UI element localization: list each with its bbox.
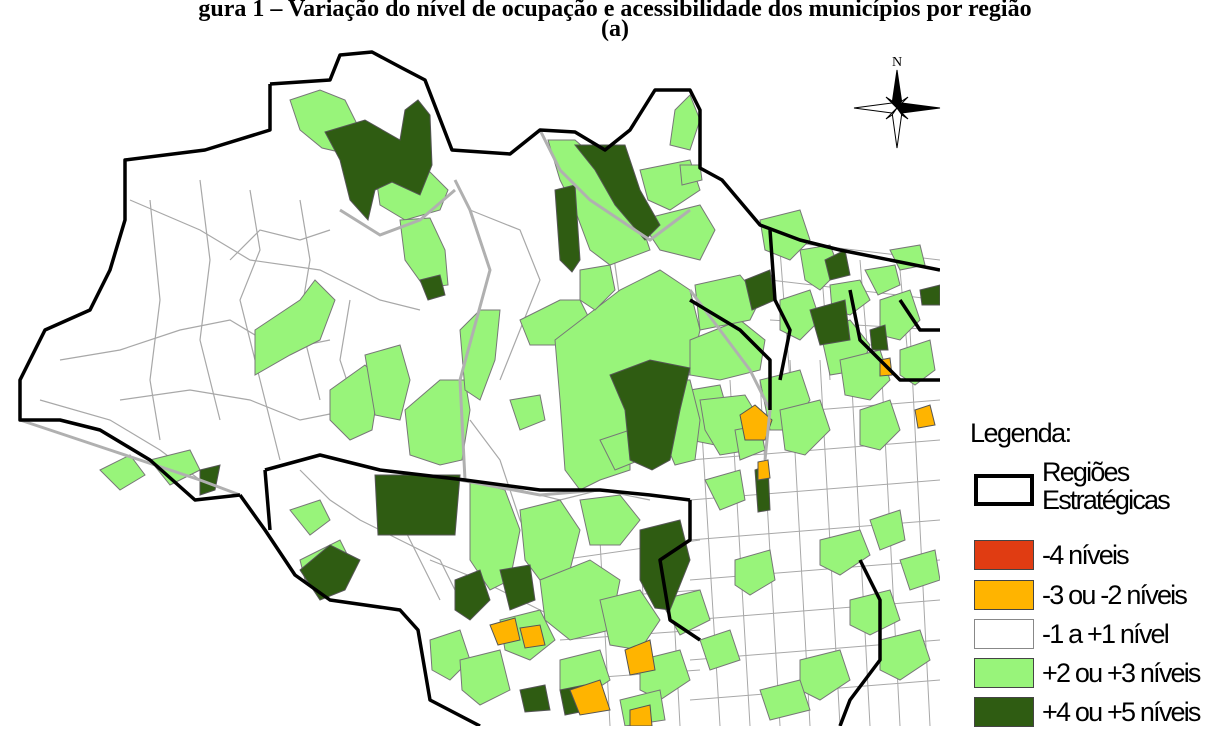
- north-label: N: [892, 55, 902, 70]
- legend-label-plus2-3: +2 ou +3 níveis: [1042, 658, 1201, 688]
- legend-item-plus4-5: +4 ou +5 níveis: [968, 695, 1230, 731]
- compass-rose: N: [853, 55, 941, 149]
- municipal-borders: [39, 149, 651, 621]
- legend-label-minus1-plus1: -1 a +1 nível: [1042, 619, 1170, 649]
- legend-item-strategic-regions: Regiões Estratégicas: [968, 458, 1230, 542]
- legend-swatch-dark-green: [974, 697, 1034, 727]
- legend-item-minus4: -4 níveis: [968, 538, 1230, 574]
- legend-swatch-light-green: [974, 658, 1034, 688]
- legend-label-plus4-5: +4 ou +5 níveis: [1042, 697, 1201, 727]
- strategic-region-borders: [18, 50, 940, 726]
- legend-item-minus3-2: -3 ou -2 níveis: [968, 578, 1230, 614]
- legend-swatch-region-outline: [974, 474, 1034, 506]
- legend-item-plus2-3: +2 ou +3 níveis: [968, 656, 1230, 692]
- orange-municipalities: [489, 357, 936, 726]
- legend-title: Legenda:: [970, 418, 1072, 448]
- legend-label-minus3-2: -3 ou -2 níveis: [1042, 580, 1188, 610]
- map-subtitle: (a): [601, 16, 629, 42]
- legend-swatch-white: [974, 619, 1034, 649]
- compass-star-icon: [853, 69, 941, 149]
- legend-swatch-red: [974, 540, 1034, 570]
- map-title: gura 1 – Variação do nível de ocupação e…: [198, 0, 1032, 22]
- legend-item-minus1-plus1: -1 a +1 nível: [968, 617, 1230, 653]
- legend-label-minus4: -4 níveis: [1042, 540, 1130, 570]
- dark-green-municipalities: [199, 99, 940, 716]
- legend-label-strategic-regions: Regiões Estratégicas: [1042, 457, 1171, 515]
- legend-swatch-orange: [974, 580, 1034, 610]
